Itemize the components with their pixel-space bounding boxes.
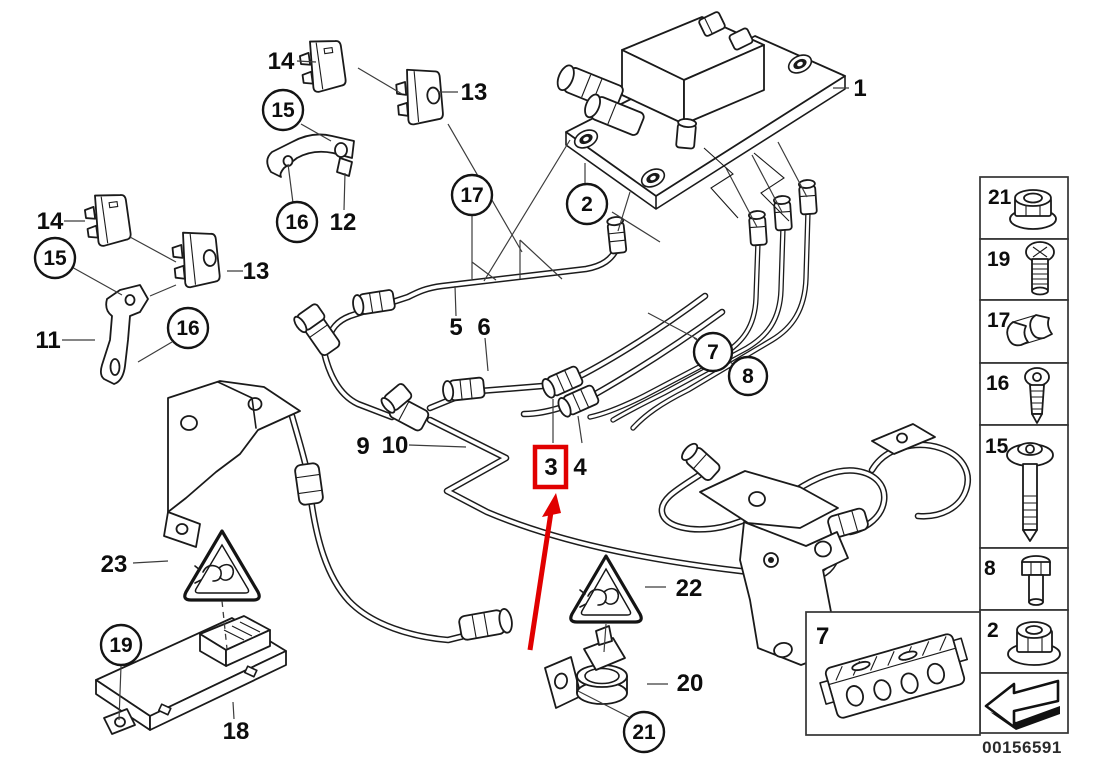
drawing-number-stamp: 00156591 bbox=[982, 738, 1062, 757]
torx-screw-icon bbox=[1024, 367, 1050, 424]
pipe-5 bbox=[320, 242, 622, 356]
highlight-overlay bbox=[527, 444, 569, 651]
callout-circle-15-top[interactable]: 15 bbox=[261, 88, 305, 132]
callout-circle-19[interactable]: 19 bbox=[99, 623, 143, 667]
fitting-part-4 bbox=[557, 384, 600, 418]
callout-circle-16-top[interactable]: 16 bbox=[275, 200, 319, 244]
svg-text:7: 7 bbox=[707, 341, 719, 364]
highlight-box bbox=[532, 444, 569, 490]
legend-label-19: 19 bbox=[987, 248, 1010, 271]
clip-part-14-left-drawing bbox=[83, 194, 132, 247]
callout-14-top[interactable]: 14 bbox=[268, 48, 295, 75]
callout-12[interactable]: 12 bbox=[330, 209, 357, 236]
hose-lower-left bbox=[288, 412, 468, 644]
callout-22[interactable]: 22 bbox=[676, 575, 703, 602]
highlight-arrow-shaft bbox=[527, 511, 554, 651]
pipe-clip-icon bbox=[1006, 314, 1053, 347]
callout-circle-17[interactable]: 17 bbox=[450, 173, 494, 217]
inset-label-7: 7 bbox=[816, 623, 829, 650]
callout-20[interactable]: 20 bbox=[677, 670, 704, 697]
warning-triangle-part-22-drawing bbox=[569, 554, 643, 624]
svg-text:15: 15 bbox=[43, 247, 67, 270]
callout-13-top[interactable]: 13 bbox=[461, 79, 488, 106]
hardware-legend-sidebar: 21 19 17 16 15 8 2 bbox=[979, 176, 1069, 734]
callout-1[interactable]: 1 bbox=[853, 75, 866, 102]
legend-label-2: 2 bbox=[987, 619, 999, 642]
valve-block-part-1-drawing bbox=[556, 11, 846, 210]
bracket-part-11-drawing bbox=[99, 284, 149, 385]
legend-label-17: 17 bbox=[987, 309, 1010, 332]
svg-text:19: 19 bbox=[109, 634, 132, 657]
direction-arrow-icon bbox=[984, 679, 1060, 730]
warning-triangle-part-23-drawing bbox=[183, 529, 261, 602]
hex-bolt-icon bbox=[1021, 555, 1051, 606]
bracket-part-12-drawing bbox=[266, 133, 355, 178]
callout-14-left[interactable]: 14 bbox=[37, 208, 64, 235]
flange-nut-large-icon bbox=[1007, 621, 1061, 666]
callout-23[interactable]: 23 bbox=[101, 551, 128, 578]
highlight-arrow-head bbox=[542, 493, 561, 517]
callout-layer: 14 13 12 14 13 11 1 5 6 9 10 3 4 23 18 2… bbox=[33, 48, 867, 754]
legend-item-16[interactable] bbox=[979, 362, 1069, 426]
callout-10[interactable]: 10 bbox=[382, 432, 409, 459]
washer-head-screw-icon bbox=[1006, 442, 1054, 542]
svg-text:2: 2 bbox=[581, 193, 593, 216]
control-module-part-18-drawing bbox=[95, 615, 287, 735]
svg-text:17: 17 bbox=[460, 184, 483, 207]
legend-label-15: 15 bbox=[985, 435, 1009, 458]
clip-part-13-top-drawing bbox=[395, 68, 444, 126]
legend-label-8: 8 bbox=[984, 557, 996, 580]
callout-11[interactable]: 11 bbox=[35, 327, 60, 354]
callout-5[interactable]: 5 bbox=[449, 314, 462, 341]
inset-box-part-7[interactable]: 7 bbox=[805, 611, 981, 736]
svg-text:15: 15 bbox=[271, 99, 295, 122]
callout-6[interactable]: 6 bbox=[477, 314, 490, 341]
clip-part-13-left-drawing bbox=[171, 231, 221, 289]
callout-circle-21[interactable]: 21 bbox=[622, 710, 666, 754]
leader-lines bbox=[62, 60, 849, 721]
mounting-bracket-drawing bbox=[163, 380, 301, 548]
flange-nut-icon bbox=[1009, 189, 1057, 230]
valve-body-icon bbox=[819, 633, 969, 719]
callout-circle-15-left[interactable]: 15 bbox=[33, 236, 77, 280]
pipe-fittings-drawing bbox=[293, 179, 869, 641]
svg-text:8: 8 bbox=[742, 365, 754, 388]
svg-text:16: 16 bbox=[176, 317, 199, 340]
legend-label-21: 21 bbox=[988, 186, 1012, 209]
callout-18[interactable]: 18 bbox=[223, 718, 250, 745]
phillips-screw-icon bbox=[1025, 241, 1055, 296]
callout-3-highlighted[interactable]: 3 bbox=[544, 454, 557, 481]
svg-text:16: 16 bbox=[285, 211, 308, 234]
callout-13-left[interactable]: 13 bbox=[243, 258, 270, 285]
callout-circle-16-left[interactable]: 16 bbox=[166, 306, 210, 350]
callout-4[interactable]: 4 bbox=[573, 454, 587, 481]
valve-part-20-drawing bbox=[544, 625, 628, 709]
clip-part-14-top-drawing bbox=[298, 40, 347, 93]
callout-circle-7[interactable]: 7 bbox=[692, 331, 734, 373]
legend-label-16: 16 bbox=[986, 372, 1009, 395]
callout-circle-8[interactable]: 8 bbox=[727, 355, 769, 397]
callout-circle-2[interactable]: 2 bbox=[565, 182, 609, 226]
fitting-part-3 bbox=[541, 365, 584, 399]
svg-text:21: 21 bbox=[632, 721, 656, 744]
callout-9[interactable]: 9 bbox=[356, 433, 369, 460]
